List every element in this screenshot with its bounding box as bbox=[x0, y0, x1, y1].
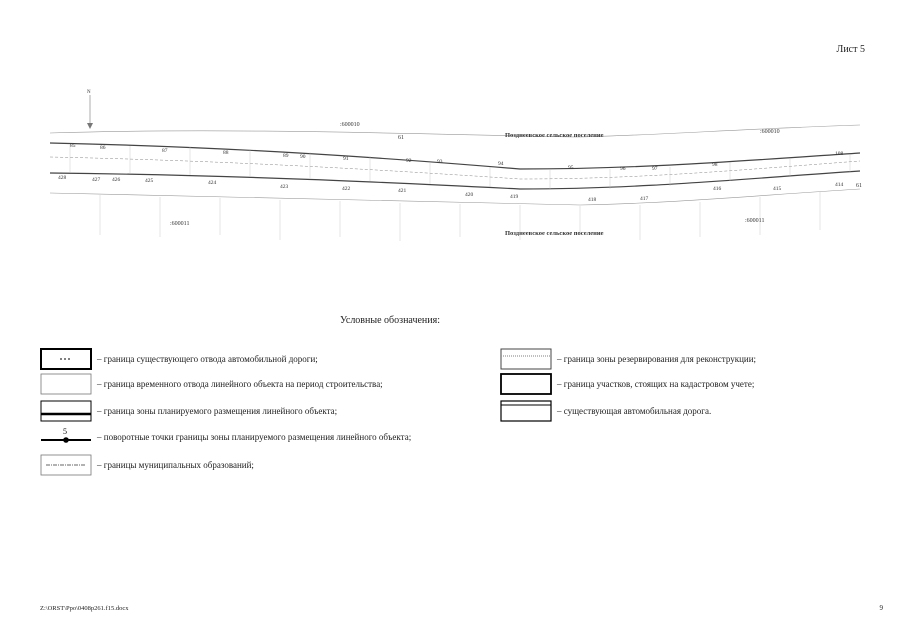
top-point-labels: 85 86 87 88 89 90 91 92 93 94 95 96 97 9… bbox=[70, 143, 844, 172]
parcel-label: :600011 bbox=[745, 218, 764, 224]
legend-title: Условные обозначения: bbox=[340, 315, 441, 326]
point-label: 427 bbox=[92, 177, 101, 183]
legend-text: – граница зоны планируемого размещения л… bbox=[97, 406, 338, 416]
parcel-boundary-top bbox=[49, 124, 861, 138]
point-label: 93 bbox=[437, 159, 443, 165]
point-number-label: 5 bbox=[63, 427, 67, 436]
cadastral-parcel-symbol-icon bbox=[500, 373, 552, 395]
point-label: 94 bbox=[498, 161, 504, 167]
road-plan-map: N Позднеевское сел bbox=[40, 85, 870, 260]
parcel-label: :600011 bbox=[170, 221, 189, 227]
planned-zone-symbol-icon bbox=[40, 400, 92, 422]
municipal-border-symbol-icon bbox=[40, 454, 92, 476]
point-label: 414 bbox=[835, 182, 844, 188]
point-label: 87 bbox=[162, 148, 168, 154]
point-label: 426 bbox=[112, 177, 121, 183]
parcel-label: 61 bbox=[856, 183, 862, 189]
footer-file-path: Z:\ORST\Ppo\0408p261.f15.docx bbox=[40, 605, 129, 612]
point-label: 423 bbox=[280, 184, 289, 190]
point-label: 92 bbox=[406, 158, 412, 164]
north-arrow-icon: N bbox=[87, 90, 93, 129]
existing-road-symbol-icon bbox=[500, 400, 552, 422]
legend-text: – существующая автомобильная дорога. bbox=[557, 406, 712, 416]
parcel-label: :600010 bbox=[340, 122, 360, 128]
legend-text: – граница участков, стоящих на кадастров… bbox=[557, 379, 755, 389]
road-plan-drawing: N Позднеевское сел bbox=[49, 90, 862, 241]
point-label: 95 bbox=[568, 165, 574, 171]
cadastral-ticks bbox=[99, 192, 821, 241]
point-label: 86 bbox=[100, 145, 106, 151]
legend-text: – граница временного отвода линейного об… bbox=[97, 379, 383, 389]
point-label: 417 bbox=[640, 196, 649, 202]
legend-text: – поворотные точки границы зоны планируе… bbox=[97, 432, 412, 442]
point-label: 420 bbox=[465, 192, 474, 198]
legend-item-existing-allotment: – граница существующего отвода автомобил… bbox=[40, 348, 318, 370]
legend-item-cadastral-parcels: – граница участков, стоящих на кадастров… bbox=[500, 373, 754, 395]
existing-allotment-symbol-icon bbox=[40, 348, 92, 370]
point-label: 88 bbox=[223, 150, 229, 156]
footer-page-number: 9 bbox=[879, 604, 884, 612]
turning-point-symbol-icon: 5 bbox=[40, 426, 92, 448]
reservation-zone-symbol-icon bbox=[500, 348, 552, 370]
legend-text: – границы муниципальных образований; bbox=[97, 460, 254, 470]
point-label: 421 bbox=[398, 188, 407, 194]
parcel-label: 61 bbox=[398, 135, 404, 141]
point-label: 90 bbox=[300, 154, 306, 160]
settlement-label-bottom: Позднеевское сельское поселение bbox=[505, 230, 604, 237]
point-label: 419 bbox=[510, 194, 519, 200]
north-label: N bbox=[87, 90, 91, 95]
parcel-boundary-bottom bbox=[49, 188, 861, 206]
point-label: 418 bbox=[588, 197, 597, 203]
point-label: 425 bbox=[145, 178, 154, 184]
point-label: 97 bbox=[652, 166, 658, 172]
legend-text: – граница зоны резервирования для реконс… bbox=[557, 354, 757, 364]
bottom-point-labels: 428 427 426 425 424 423 422 421 420 419 … bbox=[58, 175, 844, 203]
point-label: 96 bbox=[620, 166, 626, 172]
point-label: 422 bbox=[342, 186, 351, 192]
road-centerline bbox=[49, 156, 861, 180]
point-label: 89 bbox=[283, 153, 289, 159]
road-hatching bbox=[69, 145, 851, 189]
point-label: 85 bbox=[70, 143, 76, 149]
point-label: 98 bbox=[712, 162, 718, 168]
point-label: 415 bbox=[773, 186, 782, 192]
temporary-allotment-symbol-icon bbox=[40, 373, 92, 395]
point-label: 416 bbox=[713, 186, 722, 192]
road-corridor-upper bbox=[49, 142, 861, 170]
point-label: 108 bbox=[835, 151, 844, 157]
legend-item-existing-road: – существующая автомобильная дорога. bbox=[500, 400, 711, 422]
legend-item-temporary-allotment: – граница временного отвода линейного об… bbox=[40, 373, 383, 395]
settlement-label-top: Позднеевское сельское поселение bbox=[505, 132, 604, 139]
point-label: 428 bbox=[58, 175, 67, 181]
legend-item-municipal-borders: – границы муниципальных образований; bbox=[40, 454, 254, 476]
sheet-label: Лист 5 bbox=[836, 44, 865, 55]
road-corridor-lower bbox=[49, 170, 861, 190]
point-label: 424 bbox=[208, 180, 217, 186]
parcel-label: :600010 bbox=[760, 129, 780, 135]
legend-item-reservation-zone: – граница зоны резервирования для реконс… bbox=[500, 348, 756, 370]
point-label: 91 bbox=[343, 156, 349, 162]
legend-item-turning-points: 5 – поворотные точки границы зоны планир… bbox=[40, 426, 411, 448]
legend-text: – граница существующего отвода автомобил… bbox=[97, 354, 318, 364]
legend-item-planned-zone: – граница зоны планируемого размещения л… bbox=[40, 400, 337, 422]
